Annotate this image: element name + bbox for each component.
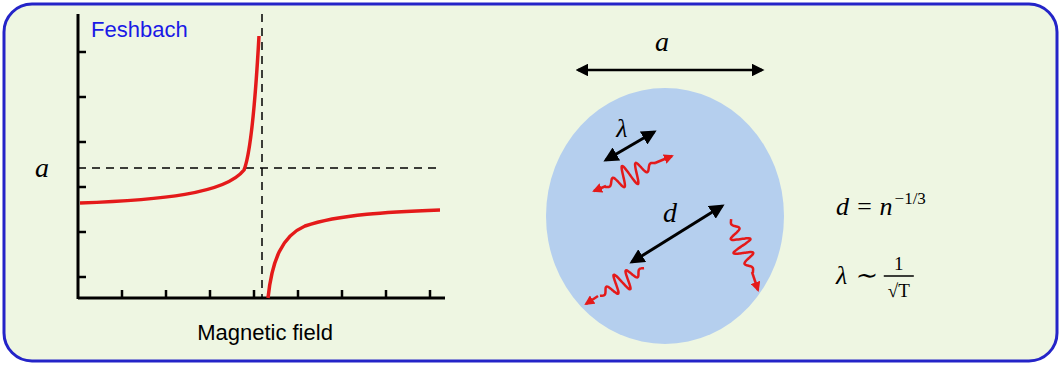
length-symbol: λ	[616, 116, 627, 142]
motion-arrow	[586, 296, 598, 304]
panel	[4, 4, 1057, 361]
particle-cloud: λd	[545, 87, 785, 345]
tick	[78, 51, 86, 54]
tick	[78, 276, 86, 279]
size-symbol: a	[655, 28, 669, 56]
length-symbol: d	[663, 199, 677, 227]
resonance-curve	[80, 36, 259, 203]
fraction-denominator: √T	[888, 281, 910, 300]
y-axis	[77, 14, 80, 299]
fraction-bar	[884, 275, 914, 277]
wave-packet	[731, 219, 754, 273]
tick	[78, 96, 86, 99]
wave-packet	[605, 163, 656, 187]
tick	[341, 290, 344, 298]
plot	[78, 14, 445, 299]
tick	[78, 186, 86, 189]
wave-packet	[600, 268, 644, 296]
tick	[253, 290, 256, 298]
cloud-ellipse	[546, 88, 784, 344]
spacing-arrow	[632, 206, 722, 262]
tick	[78, 231, 86, 234]
tick	[121, 290, 124, 298]
tick	[209, 290, 212, 298]
formula: d = n	[836, 194, 893, 220]
tick	[297, 290, 300, 298]
motion-arrow	[655, 156, 672, 163]
axis-label: Magnetic field	[197, 322, 333, 344]
formula: λ ∼	[836, 263, 876, 289]
wavelength-arrow	[606, 132, 654, 160]
tick	[165, 290, 168, 298]
motion-arrow	[594, 186, 606, 191]
fraction-numerator: 1	[894, 254, 904, 273]
size-arrow	[578, 69, 762, 72]
dashed-line	[261, 14, 263, 298]
tick	[385, 290, 388, 298]
tick	[78, 141, 86, 144]
resonance-curve	[268, 210, 440, 298]
tick	[429, 290, 432, 298]
motion-arrow	[752, 272, 758, 290]
dashed-line	[78, 167, 440, 169]
axis-value: a	[35, 154, 49, 182]
exponent: −1/3	[895, 190, 926, 207]
plot-title: Feshbach	[91, 19, 188, 41]
